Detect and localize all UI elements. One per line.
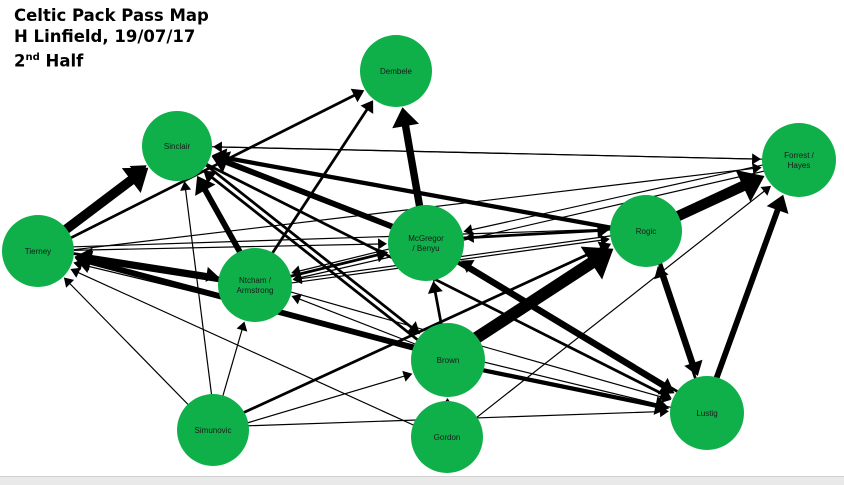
pass-arrow-tierney-to-dembele <box>68 89 364 240</box>
player-label: Lustig <box>696 409 717 418</box>
arrowhead <box>378 238 387 249</box>
player-node-dembele: Dembele <box>360 35 432 107</box>
player-label: Forrest / <box>784 151 815 160</box>
pass-line <box>661 276 696 382</box>
player-node-mcgregor: McGregor/ Benyu <box>388 205 464 281</box>
player-node-ntcham: Ntcham /Armstrong <box>218 248 292 322</box>
pass-line <box>221 147 766 159</box>
player-circle <box>388 205 464 281</box>
pass-line <box>715 209 777 381</box>
pass-arrow-simunovic-to-brown <box>245 371 413 424</box>
pass-line <box>300 170 767 277</box>
pass-arrow-lustig-to-forrest <box>715 195 788 381</box>
player-label: / Benyu <box>412 244 439 253</box>
pass-arrow-simunovic-to-tierney <box>64 278 191 408</box>
pass-arrow-sinclair-to-forrest <box>208 147 761 165</box>
pass-arrow-rogic-to-forrest <box>675 170 764 218</box>
player-label: Brown <box>437 356 460 365</box>
player-label: Sinclair <box>164 142 191 151</box>
player-node-sinclair: Sinclair <box>142 111 212 181</box>
player-circle <box>762 123 836 197</box>
pass-line <box>675 186 744 218</box>
pass-arrow-forrest-to-ntcham <box>293 170 768 282</box>
pass-arrow-rogic-to-lustig <box>659 260 702 376</box>
player-node-brown: Brown <box>411 323 485 397</box>
pass-line <box>205 189 242 254</box>
player-node-tierney: Tierney <box>2 215 74 287</box>
pass-arrow-ntcham-to-mcgregor <box>287 248 388 277</box>
pass-arrow-tierney-to-sinclair <box>64 168 149 232</box>
player-label: Dembele <box>380 67 413 76</box>
player-node-gordon: Gordon <box>411 401 483 473</box>
pass-arrow-brown-to-rogic <box>474 247 613 340</box>
player-node-simunovic: Simunovic <box>177 394 249 466</box>
pass-arrow-ntcham-to-dembele <box>271 100 374 256</box>
pass-arrow-forrest-to-sinclair <box>213 142 766 160</box>
pass-line <box>69 283 190 407</box>
player-node-lustig: Lustig <box>670 376 744 450</box>
pass-arrow-simunovic-to-ntcham <box>222 322 247 400</box>
arrowhead <box>213 142 222 153</box>
pass-arrow-lustig-to-rogic <box>654 266 696 382</box>
player-node-rogic: Rogic <box>610 195 682 267</box>
arrowhead <box>761 186 772 196</box>
player-label: McGregor <box>408 234 444 243</box>
player-label: Gordon <box>434 433 461 442</box>
player-label: Simunovic <box>195 426 232 435</box>
player-node-forrest: Forrest /Hayes <box>762 123 836 197</box>
player-circle <box>218 248 292 322</box>
player-label: Rogic <box>636 227 656 236</box>
player-label: Armstrong <box>237 286 274 295</box>
player-label: Tierney <box>25 247 51 256</box>
player-label: Ntcham / <box>239 276 272 285</box>
player-label: Hayes <box>788 161 811 170</box>
